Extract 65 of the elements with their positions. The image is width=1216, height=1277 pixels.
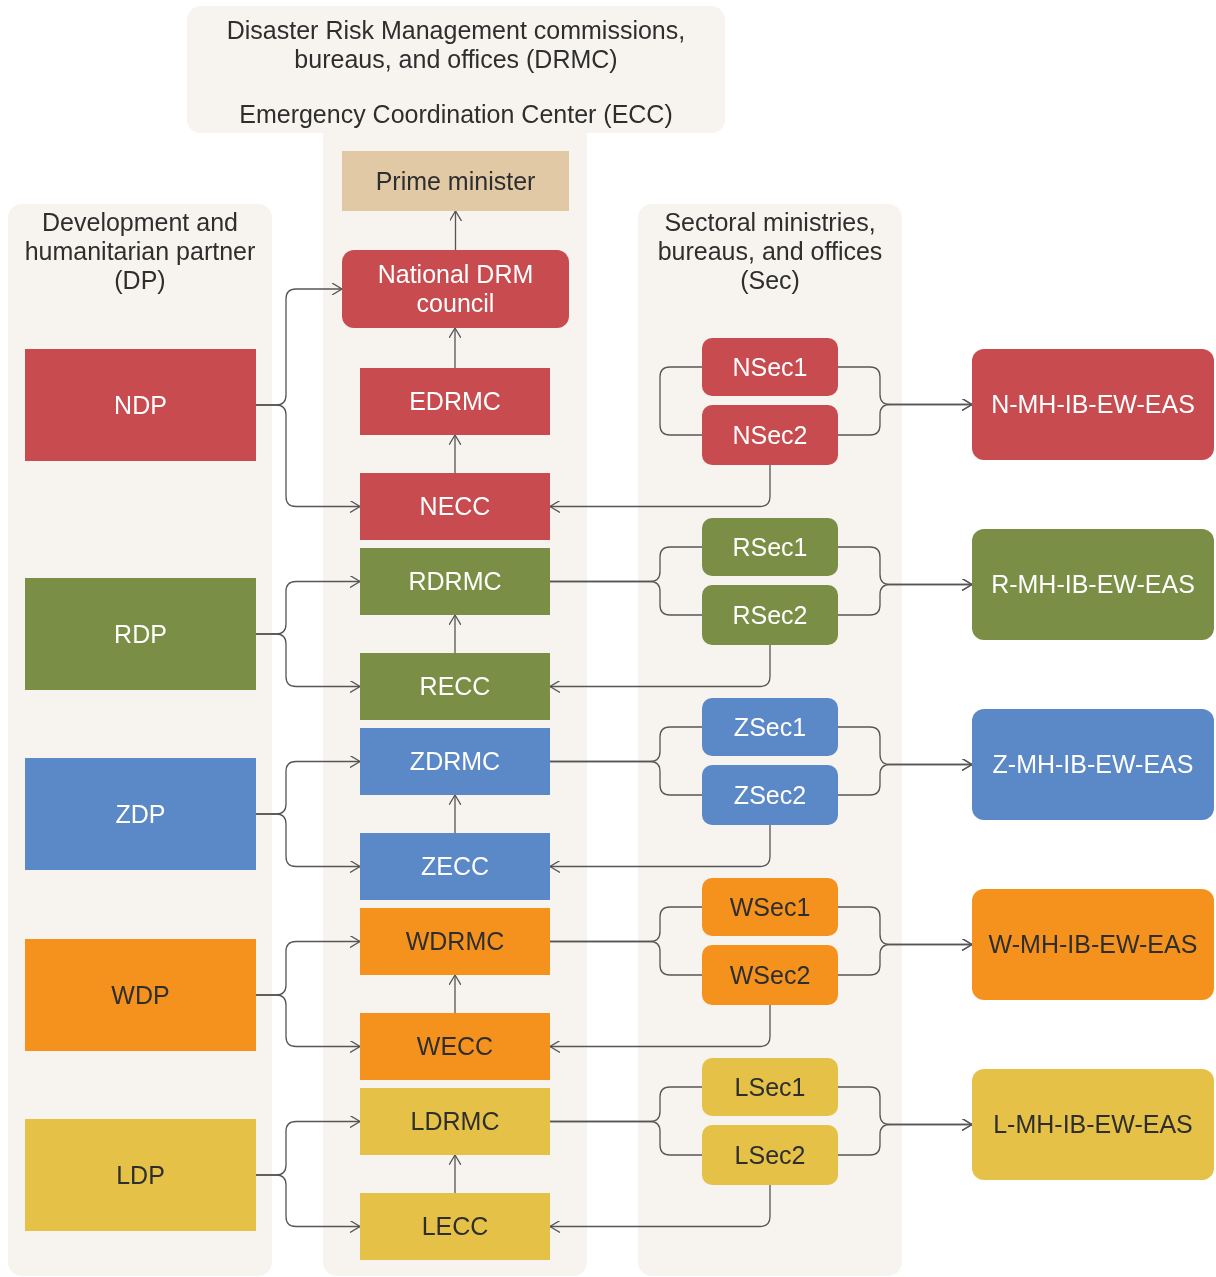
arrow: [448, 434, 462, 474]
rounded-box: Z-MH-IB-EW-EAS: [972, 709, 1214, 820]
arrow: [549, 824, 771, 874]
rounded-box: NSec1: [702, 338, 838, 396]
arrow: [837, 397, 973, 436]
process-box: WECC: [360, 1013, 550, 1080]
arrow: [255, 1174, 361, 1234]
band-heading: Sectoral ministries, bureaus, and offices (Sec): [656, 208, 884, 295]
process-box: LDRMC: [360, 1088, 550, 1155]
arrow: [549, 464, 771, 514]
arrow: [448, 210, 463, 251]
arrow: [255, 633, 361, 694]
arrow: [549, 1184, 771, 1234]
rounded-box: ZSec1: [702, 698, 838, 756]
arrow: [549, 1004, 771, 1054]
arrow: [837, 577, 973, 616]
connector-line: [549, 760, 703, 796]
process-box: EDRMC: [360, 368, 550, 435]
rounded-box: L-MH-IB-EW-EAS: [972, 1069, 1214, 1180]
process-box: Prime minister: [342, 151, 569, 211]
band-heading: Development and humanitarian partner (DP): [23, 208, 257, 295]
arrow: [837, 937, 973, 976]
process-box: ZDRMC: [360, 728, 550, 795]
rounded-box: WSec1: [702, 878, 838, 936]
process-box: RDRMC: [360, 548, 550, 615]
rounded-box: ZSec2: [702, 765, 838, 825]
process-box: ZECC: [360, 833, 550, 900]
rounded-box: LSec2: [702, 1125, 838, 1185]
rounded-box: RSec2: [702, 585, 838, 645]
arrow: [448, 327, 462, 369]
rounded-box: National DRM council: [342, 250, 569, 328]
process-box: NECC: [360, 473, 550, 540]
connector-line: [549, 580, 703, 616]
connector-line: [659, 366, 703, 436]
arrow: [837, 1117, 973, 1156]
process-box: LECC: [360, 1193, 550, 1260]
process-box: ZDP: [25, 758, 256, 870]
arrow: [255, 813, 361, 874]
rounded-box: RSec1: [702, 518, 838, 576]
rounded-box: WSec2: [702, 945, 838, 1005]
process-box: NDP: [25, 349, 256, 461]
rounded-box: N-MH-IB-EW-EAS: [972, 349, 1214, 460]
arrow: [255, 994, 361, 1054]
rounded-box: LSec1: [702, 1058, 838, 1116]
rounded-box: NSec2: [702, 405, 838, 465]
rounded-box: W-MH-IB-EW-EAS: [972, 889, 1214, 1000]
arrow: [549, 644, 771, 694]
rounded-box: R-MH-IB-EW-EAS: [972, 529, 1214, 640]
arrow: [448, 794, 462, 834]
process-box: LDP: [25, 1119, 256, 1231]
process-box: WDP: [25, 939, 256, 1051]
arrow: [448, 614, 462, 654]
process-box: RDP: [25, 578, 256, 690]
band-heading: Emergency Coordination Center (ECC): [238, 99, 674, 129]
arrow: [448, 974, 462, 1014]
column-band: [638, 204, 902, 1276]
connector-line: [549, 940, 703, 976]
process-box: WDRMC: [360, 908, 550, 975]
arrow: [255, 404, 361, 514]
band-heading: Disaster Risk Management commissions, bureaus, and offices (DRMC): [225, 16, 687, 74]
arrow: [448, 1154, 462, 1194]
arrow: [837, 757, 973, 796]
connector-line: [549, 1120, 703, 1156]
column-band: [8, 204, 272, 1276]
process-box: RECC: [360, 653, 550, 720]
